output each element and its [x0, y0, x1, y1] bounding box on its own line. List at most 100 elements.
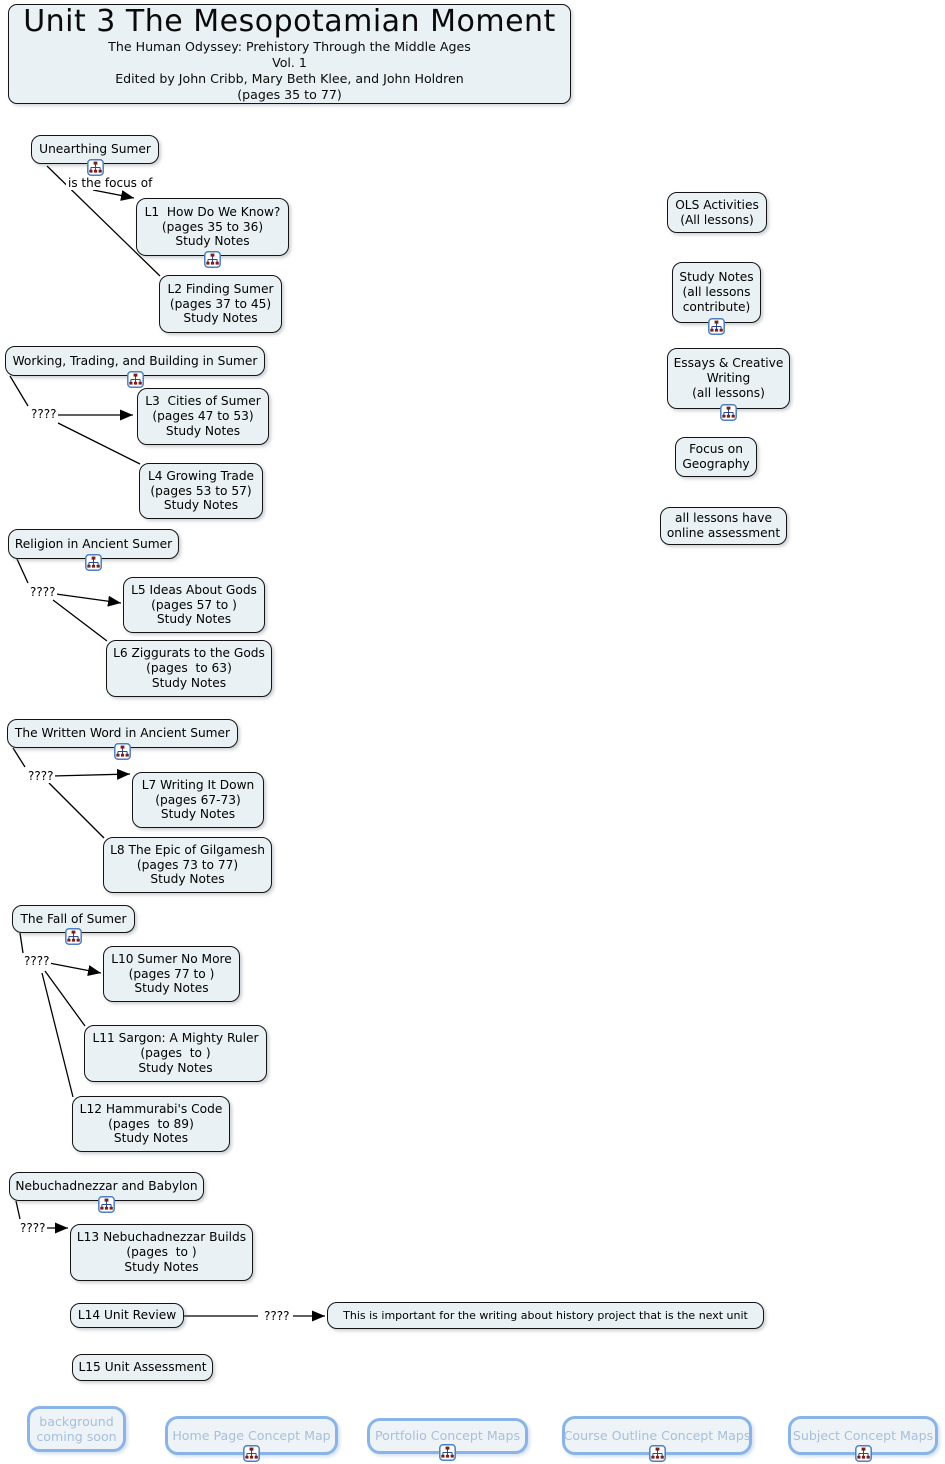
node-text-line: background [39, 1413, 114, 1429]
linking-phrase-fall-of-sumer[interactable]: ???? [22, 954, 52, 968]
node-l4-growing-trade[interactable]: L4 Growing Trade(pages 53 to 57)Study No… [139, 463, 263, 519]
concept-map-icon[interactable] [85, 554, 102, 571]
linking-phrase-religion[interactable]: ???? [28, 585, 58, 599]
node-l12-hammurabis-code[interactable]: L12 Hammurabi's Code(pages to 89)Study N… [72, 1096, 230, 1152]
node-text-line: L11 Sargon: A Mighty Ruler [92, 1031, 259, 1046]
concept-map-icon[interactable] [204, 251, 221, 268]
node-working-trading-building-in-sumer[interactable]: Working, Trading, and Building in Sumer [5, 346, 265, 376]
node-text-line: (pages 35 to 36) [161, 219, 264, 234]
node-text-line: L1 How Do We Know? [144, 204, 281, 219]
node-text-line: (all lessons [682, 285, 751, 300]
button-course-outline-concept-maps[interactable]: Course Outline Concept Maps [562, 1416, 752, 1455]
node-ols-activities[interactable]: OLS Activities(All lessons) [667, 192, 767, 233]
node-text-line: (All lessons) [680, 212, 754, 227]
node-text-line: Study Notes [156, 612, 232, 627]
concept-map-icon-holder[interactable] [648, 1445, 666, 1462]
node-l1-how-do-we-know[interactable]: L1 How Do We Know?(pages 35 to 36)Study … [136, 198, 289, 256]
concept-map-icon[interactable] [98, 1196, 115, 1213]
node-text-line: Portfolio Concept Maps [374, 1428, 521, 1444]
linking-phrase-written-word[interactable]: ???? [26, 769, 56, 783]
node-text-line: Study Notes [163, 498, 239, 513]
node-l8-epic-of-gilgamesh[interactable]: L8 The Epic of Gilgamesh(pages 73 to 77)… [103, 837, 272, 893]
unit-subtitle-book: The Human Odyssey: Prehistory Through th… [108, 39, 471, 54]
node-importance-note[interactable]: This is important for the writing about … [327, 1302, 764, 1329]
node-l7-writing-it-down[interactable]: L7 Writing It Down(pages 67-73)Study Not… [132, 772, 264, 828]
linking-phrase-unit-review[interactable]: ???? [262, 1309, 292, 1323]
node-text-line: The Fall of Sumer [20, 911, 127, 926]
node-text-line: Religion in Ancient Sumer [14, 536, 173, 551]
concept-map-icon-holder[interactable] [204, 251, 221, 268]
concept-map-icon[interactable] [114, 743, 131, 760]
node-text-line: (pages to 63) [146, 661, 232, 676]
connector-line [92, 189, 135, 201]
concept-map-icon-holder[interactable] [126, 371, 144, 388]
node-l10-sumer-no-more[interactable]: L10 Sumer No More(pages 77 to )Study Not… [103, 946, 240, 1002]
linking-phrase-is-the-focus-of[interactable]: is the focus of [66, 176, 155, 190]
node-text-line: Study Notes [175, 234, 250, 249]
concept-map-icon[interactable] [648, 1445, 666, 1462]
node-text-line: (pages to ) [140, 1046, 211, 1061]
node-text-line: (pages 57 to ) [151, 597, 237, 612]
connector-line [48, 782, 105, 839]
unit-title-node[interactable]: Unit 3 The Mesopotamian Moment The Human… [8, 4, 571, 104]
node-text-line: L15 Unit Assessment [78, 1360, 207, 1375]
node-l5-ideas-about-gods[interactable]: L5 Ideas About Gods(pages 57 to )Study N… [123, 577, 265, 633]
linking-phrase-nebuchadnezzar[interactable]: ???? [18, 1221, 48, 1235]
node-text-line: Focus on [689, 442, 743, 457]
concept-map-icon-holder[interactable] [243, 1445, 260, 1462]
node-text-line: Study Notes [138, 1060, 213, 1075]
concept-map-icon-holder[interactable] [86, 159, 104, 176]
connector-line [51, 768, 131, 780]
node-text-line: Home Page Concept Map [172, 1427, 331, 1443]
unit-subtitle-volume: Vol. 1 [272, 55, 307, 70]
node-l3-cities-of-sumer[interactable]: L3 Cities of Sumer(pages 47 to 53)Study … [137, 388, 269, 445]
node-text-line: L14 Unit Review [77, 1308, 177, 1323]
concept-map-icon-holder[interactable] [854, 1445, 872, 1462]
node-l15-unit-assessment[interactable]: L15 Unit Assessment [72, 1354, 213, 1381]
concept-map-icon-holder[interactable] [114, 743, 131, 760]
node-l14-unit-review[interactable]: L14 Unit Review [70, 1303, 184, 1328]
concept-map-icon-holder[interactable] [439, 1444, 456, 1461]
node-l11-sargon-a-mighty-ruler[interactable]: L11 Sargon: A Mighty Ruler(pages to )Stu… [84, 1025, 267, 1082]
node-text-line: L10 Sumer No More [111, 951, 232, 966]
node-text-line: Nebuchadnezzar and Babylon [15, 1179, 198, 1194]
node-text-line: (pages to 89) [108, 1116, 194, 1131]
concept-map-icon[interactable] [126, 371, 144, 388]
concept-map-icon-holder[interactable] [708, 318, 725, 335]
node-text-line: Course Outline Concept Maps [563, 1427, 751, 1443]
concept-map-icon[interactable] [708, 318, 725, 335]
node-l6-ziggurats-to-the-gods[interactable]: L6 Ziggurats to the Gods(pages to 63)Stu… [106, 640, 272, 697]
node-l2-finding-sumer[interactable]: L2 Finding Sumer(pages 37 to 45)Study No… [159, 275, 282, 333]
node-text-line: Writing [706, 371, 751, 386]
concept-map-icon-holder[interactable] [720, 404, 737, 421]
concept-map-icon-holder[interactable] [98, 1196, 115, 1213]
node-text-line: Study Notes [165, 423, 241, 438]
node-l13-nebuchadnezzar-builds[interactable]: L13 Nebuchadnezzar Builds(pages to )Stud… [70, 1224, 253, 1281]
connector-line [55, 593, 122, 607]
concept-map-icon-holder[interactable] [65, 928, 82, 945]
button-subject-concept-maps[interactable]: Subject Concept Maps [788, 1416, 938, 1455]
concept-map-icon[interactable] [65, 928, 82, 945]
concept-map-icon[interactable] [86, 159, 104, 176]
button-home-page-concept-map[interactable]: Home Page Concept Map [165, 1416, 338, 1455]
connector-line [19, 932, 24, 954]
node-text-line: L5 Ideas About Gods [131, 582, 257, 597]
node-text-line: (pages to ) [126, 1245, 197, 1260]
node-text-line: Geography [682, 457, 750, 471]
concept-map-icon[interactable] [439, 1444, 456, 1461]
node-text-line: This is important for the writing about … [343, 1308, 748, 1322]
concept-map-icon[interactable] [720, 404, 737, 421]
concept-map-icon[interactable] [243, 1445, 260, 1462]
connector-line [44, 970, 86, 1027]
linking-phrase-working[interactable]: ???? [29, 407, 59, 421]
node-text-line: Unearthing Sumer [39, 142, 151, 157]
concept-map-icon-holder[interactable] [85, 554, 102, 571]
concept-map-icon[interactable] [854, 1445, 872, 1462]
node-text-line: L13 Nebuchadnezzar Builds [76, 1230, 247, 1245]
